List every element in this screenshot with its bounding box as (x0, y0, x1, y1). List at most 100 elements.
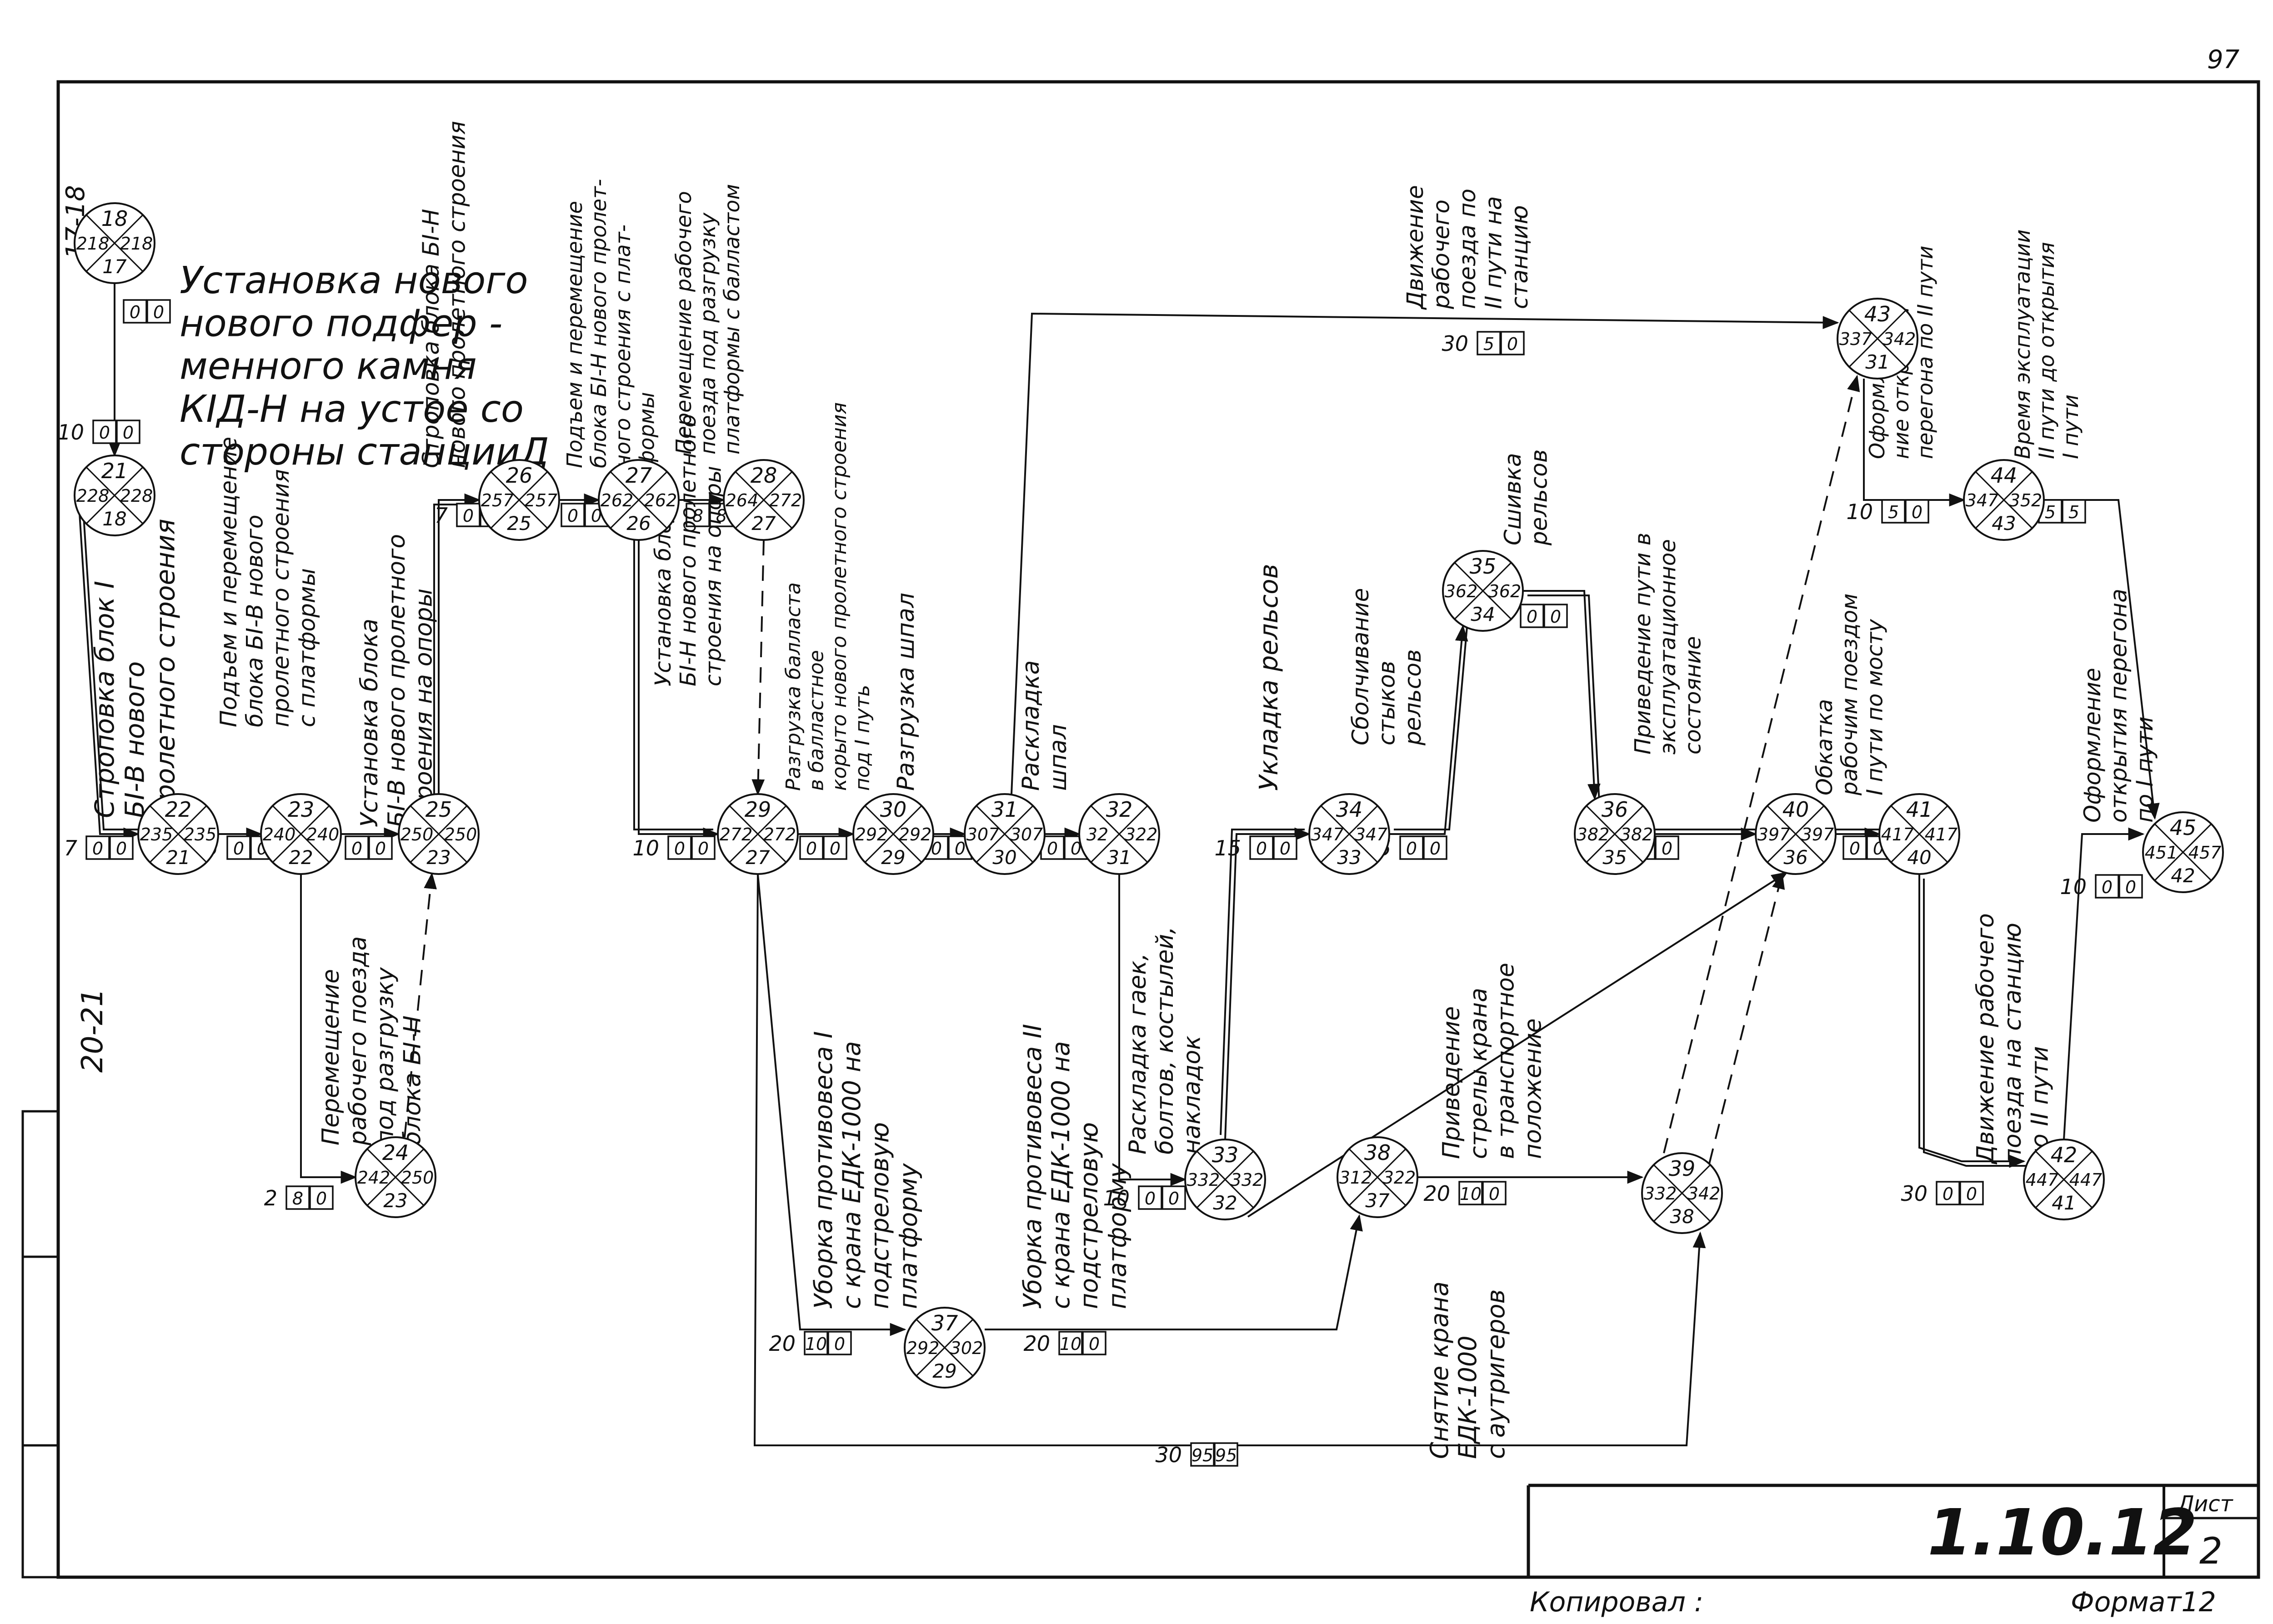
node-34-ts: 347 (1311, 824, 1344, 844)
node-30-ts: 292 (855, 824, 888, 844)
node-40-ts: 397 (1757, 824, 1791, 844)
arrow-e42_45 (2063, 827, 2145, 1140)
arrow-e41_42 (1918, 874, 2026, 1168)
reserve1-e34_35: 0 (1406, 839, 1417, 859)
activity-label-a40_41-line-1: рабочим поездом (1837, 594, 1862, 796)
node-35-id: 35 (1470, 554, 1497, 579)
activity-label-a29_37-line-3: платформу (894, 1163, 922, 1309)
node-37-id: 37 (931, 1311, 958, 1335)
activity-label-a27_29-line-1: БI-Н нового пролетного (676, 414, 701, 686)
reserve1-e25_26: 0 (463, 506, 474, 526)
node-43-ts: 337 (1839, 329, 1872, 349)
activity-label-a25_26-line-1: нового пролетного строения (444, 121, 471, 468)
arrow-e24_25 (404, 872, 437, 1138)
node-38-id: 38 (1364, 1140, 1391, 1165)
activity-label-a31_43-line-3: II пути на (1481, 196, 1507, 309)
node-44-id: 44 (1991, 463, 2018, 488)
node-25-tf: 250 (444, 824, 477, 844)
node-39-id: 39 (1669, 1156, 1696, 1181)
reserve1-e32_33: 0 (1145, 1189, 1156, 1209)
activity-label-a31_43-line-1: рабочего (1428, 200, 1455, 310)
reserve2-e34_35: 0 (1430, 839, 1441, 859)
duration-e18_21: 10 (57, 420, 84, 445)
node-29-pred: 27 (746, 846, 770, 869)
node-32-id: 32 (1106, 797, 1133, 822)
node-27-tf: 262 (644, 490, 677, 510)
node-30-pred: 29 (881, 846, 905, 869)
reserve2-e23_24: 0 (316, 1189, 327, 1209)
node-29-id: 29 (745, 797, 771, 822)
activity-label-a33_34: Укладка рельсов (1254, 564, 1284, 791)
node-38-ts: 312 (1339, 1168, 1372, 1188)
activity-label-a36_40-line-0: Приведение пути в (1630, 533, 1656, 755)
arrow-e25_26 (438, 493, 481, 794)
activity-label-a40_41-line-2: I пути по мосту (1862, 619, 1887, 795)
activity-label-a27_28-line-1: поезда под разгрузку (696, 212, 720, 455)
node-24-id: 24 (382, 1140, 409, 1165)
node-44-ts: 347 (1966, 490, 1999, 510)
node-29-ts: 272 (720, 824, 753, 844)
arrow-e41_42-double (1923, 879, 2028, 1167)
activity-label-a43_44-line-2: перегона по II пути (1913, 245, 1938, 459)
node-22-ts: 235 (140, 824, 173, 844)
node-36-pred: 35 (1602, 846, 1627, 869)
node-45-pred: 42 (2171, 864, 2195, 887)
node-27-pred: 26 (626, 512, 651, 535)
reserve2-e32_33: 0 (1168, 1189, 1179, 1209)
copied-label: Копировал : (1530, 1586, 1703, 1618)
node-34-tf: 347 (1355, 824, 1388, 844)
duration-e43_44: 10 (1846, 500, 1873, 524)
arrow-e34_35-double (1394, 621, 1468, 830)
reserve1-e23_24: 8 (292, 1189, 303, 1209)
reserve2-e42_45: 0 (2125, 877, 2136, 897)
reserve1-e27_28: 8 (692, 506, 703, 526)
activity-label-a28_29-line-1: в балластное (805, 650, 828, 791)
arrow-e39_43 (1663, 375, 1860, 1154)
reserve1-e18_21: 0 (99, 423, 110, 443)
node-25-pred: 23 (426, 846, 451, 869)
activity-label-a31_43-line-2: поезда по (1454, 189, 1481, 309)
node-31-pred: 30 (992, 846, 1016, 869)
duration-e32_33: 10 (1103, 1186, 1130, 1210)
activity-label-a22_23-line-2: пролетного строения (268, 469, 294, 727)
activity-label-a31_43-line-0: Движение (1402, 185, 1428, 310)
reserve2-e18_21: 0 (123, 423, 134, 443)
node-26-pred: 25 (507, 512, 531, 535)
arrow-e35_36 (1523, 590, 1601, 800)
node-28-ts: 264 (726, 490, 759, 510)
reserve2-e33_34: 0 (1280, 839, 1291, 859)
reserve1-e35_36: 0 (1527, 607, 1537, 627)
duration-e33_34: 15 (1214, 836, 1241, 860)
reserve2-e27_29: 0 (698, 839, 709, 859)
activity-label-a23_25-line-2: строения на опоры (411, 589, 438, 827)
activity-label-a22_23-line-3: с платформы (294, 568, 320, 727)
reserve2-e36_40: 0 (1662, 839, 1672, 859)
node-30-tf: 292 (899, 824, 932, 844)
node-28-id: 28 (751, 463, 777, 488)
arrow-e32_33 (1118, 874, 1187, 1186)
node-36-ts: 382 (1577, 824, 1610, 844)
node-38-pred: 37 (1365, 1189, 1390, 1212)
duration-e38_39: 20 (1423, 1181, 1450, 1206)
activity-label-a42_45-line-2: по I пути (2132, 716, 2158, 823)
activity-label-a22_23-line-1: блока БI-В нового (242, 515, 268, 727)
arrow-e27_29-double (633, 535, 713, 830)
node-21-ts: 228 (76, 486, 110, 506)
